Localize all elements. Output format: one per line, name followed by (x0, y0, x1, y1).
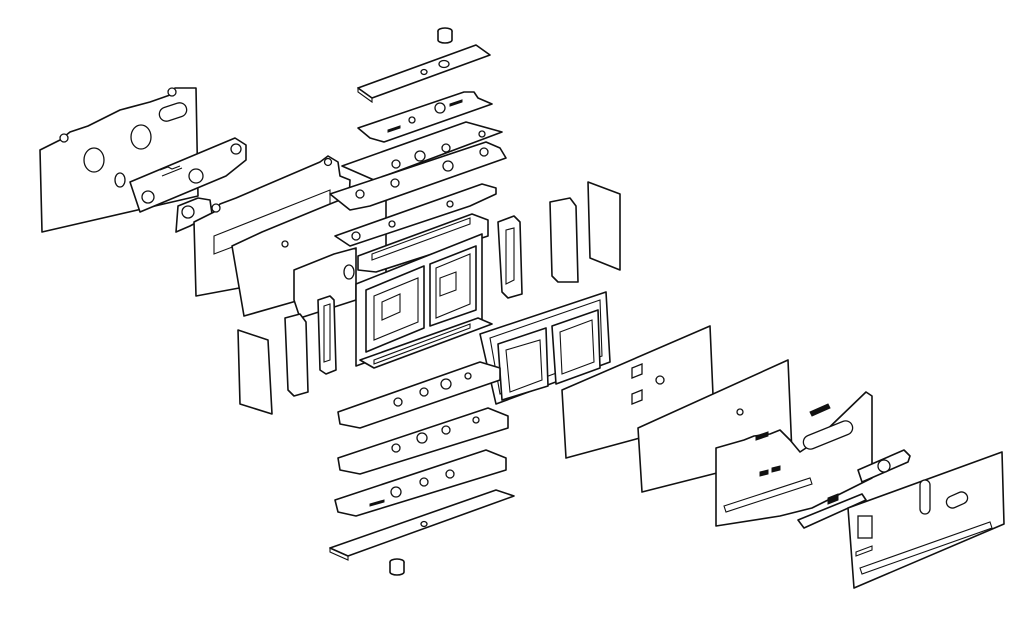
upper-strip-2 (357, 91, 493, 143)
clip-left-1 (237, 329, 273, 415)
upper-contact-strip-stack (329, 27, 507, 273)
upper-strip-5 (334, 183, 497, 247)
rear-plate-front (231, 187, 387, 319)
rear-mounting-plates (39, 87, 387, 319)
clip-mid-1 (497, 215, 523, 299)
upper-strip-3 (341, 121, 503, 181)
upper-strip-4 (329, 141, 507, 211)
front-plate-3 (715, 391, 873, 527)
rear-bracket-plate (129, 137, 247, 213)
central-frame-housing (355, 233, 611, 405)
frame-front (479, 291, 611, 405)
top-post (437, 27, 453, 44)
rear-plate-large (39, 87, 199, 233)
front-cover-plates (561, 325, 1005, 589)
lower-bar (359, 317, 493, 369)
front-slider-bar (797, 449, 911, 529)
lower-strip-2 (337, 407, 509, 475)
frame-rear (355, 233, 483, 367)
side-edge-clips (237, 181, 621, 415)
upper-strip-6 (357, 213, 489, 273)
lower-strip-1 (337, 361, 501, 429)
upper-strip-1 (357, 44, 491, 104)
clip-left-3 (317, 295, 337, 375)
clip-mid-2 (549, 197, 579, 283)
bottom-post (389, 558, 405, 576)
clip-right-1 (587, 181, 621, 271)
front-plate-4 (847, 451, 1005, 589)
clip-left-2 (284, 313, 309, 397)
lower-strip-3 (334, 449, 507, 517)
lower-strip-4 (329, 489, 515, 561)
lower-contact-strip-stack (329, 361, 515, 576)
